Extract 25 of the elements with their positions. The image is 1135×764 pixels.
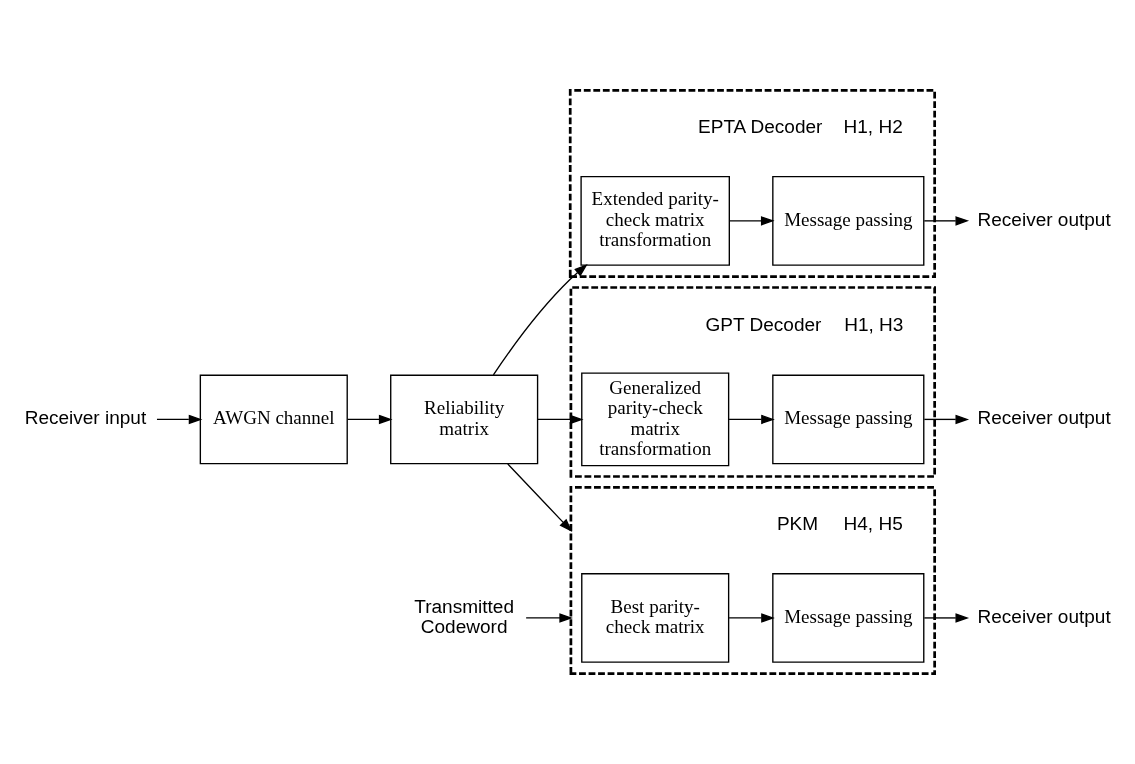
arrow — [728, 613, 775, 623]
arrow — [507, 463, 573, 532]
arrow — [923, 216, 970, 226]
node-text: Receiver output — [977, 605, 1111, 627]
node-box: Message passing — [772, 573, 925, 663]
arrow — [923, 613, 970, 623]
arrow — [347, 414, 393, 425]
arrow — [537, 414, 584, 425]
arrow — [525, 613, 573, 623]
node-text: Receiver output — [977, 208, 1111, 230]
node-text: Transmitted Codeword — [414, 595, 514, 638]
node-box: Message passing — [772, 176, 925, 266]
node-box: Best parity-check matrix — [581, 573, 730, 663]
node-box: Message passing — [772, 374, 925, 465]
node-box: Reliability matrix — [390, 374, 539, 465]
arrow — [728, 414, 775, 425]
arrow — [156, 414, 203, 425]
arrow — [492, 264, 588, 376]
node-box: Generalized parity-check matrix transformation — [581, 372, 730, 467]
node-box: Extended parity-check matrix transformation — [580, 176, 730, 266]
node-text: Receiver input — [24, 407, 147, 429]
arrow — [728, 216, 775, 226]
arrow — [923, 414, 970, 425]
node-text: Receiver output — [977, 407, 1111, 429]
node-box: AWGN channel — [199, 374, 348, 465]
